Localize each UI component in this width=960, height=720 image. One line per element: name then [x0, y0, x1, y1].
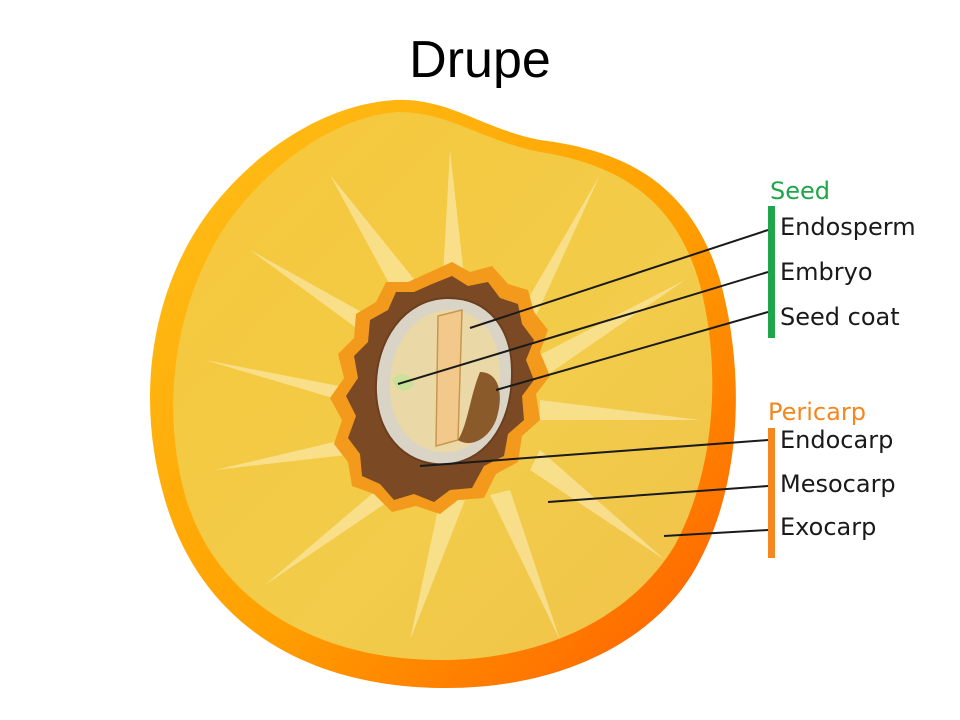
embryo — [435, 309, 463, 447]
leader-endosperm — [469, 229, 769, 329]
label-endosperm: Endosperm — [780, 213, 916, 241]
seed-group-bar — [768, 206, 775, 338]
seed-coat-fold — [458, 372, 500, 444]
leader-seed-coat — [495, 311, 769, 391]
label-exocarp: Exocarp — [780, 513, 876, 541]
leader-exocarp — [663, 529, 769, 537]
pericarp-group-bar — [768, 428, 775, 558]
seed-group-label: Seed — [770, 177, 830, 205]
leader-endocarp — [419, 439, 769, 467]
label-seed-coat: Seed coat — [780, 303, 900, 331]
label-endocarp: Endocarp — [780, 426, 893, 454]
leader-embryo — [397, 271, 769, 385]
label-mesocarp: Mesocarp — [780, 470, 896, 498]
diagram-title: Drupe — [409, 31, 551, 89]
label-embryo: Embryo — [780, 258, 873, 286]
leader-mesocarp — [547, 485, 769, 503]
pericarp-group-label: Pericarp — [768, 398, 866, 426]
